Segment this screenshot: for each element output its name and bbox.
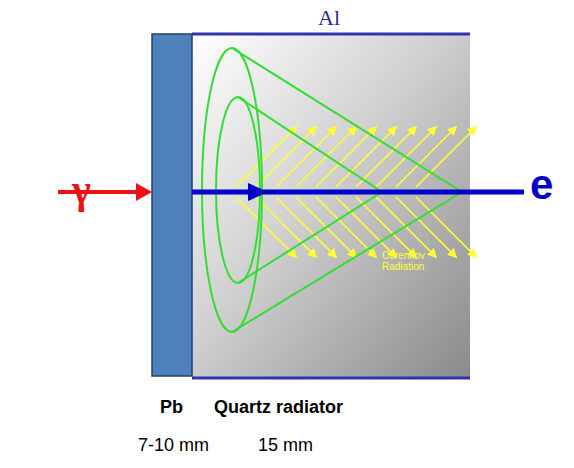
material-label: Quartz radiator: [214, 398, 343, 418]
electron-arrowhead: [248, 183, 268, 201]
dimension-label: 15 mm: [258, 436, 313, 456]
dimension-label: 7-10 mm: [138, 436, 209, 456]
particle-label: e: [530, 162, 553, 208]
quartz-radiator: [192, 35, 470, 378]
photon-arrowhead: [136, 183, 152, 201]
electron-track: [192, 190, 524, 195]
particle-label: γ: [72, 168, 91, 212]
cerenkov-ray: [416, 127, 476, 187]
aluminium-foil: [192, 377, 470, 380]
photon-arrow: [58, 190, 140, 194]
cerenkov-ray: [416, 197, 476, 257]
lead-converter: [152, 34, 192, 376]
material-label: Pb: [160, 398, 183, 418]
material-label: Al: [318, 6, 340, 30]
aluminium-foil: [192, 33, 470, 36]
radiation-label: Cerenkov Radiation: [382, 250, 442, 272]
